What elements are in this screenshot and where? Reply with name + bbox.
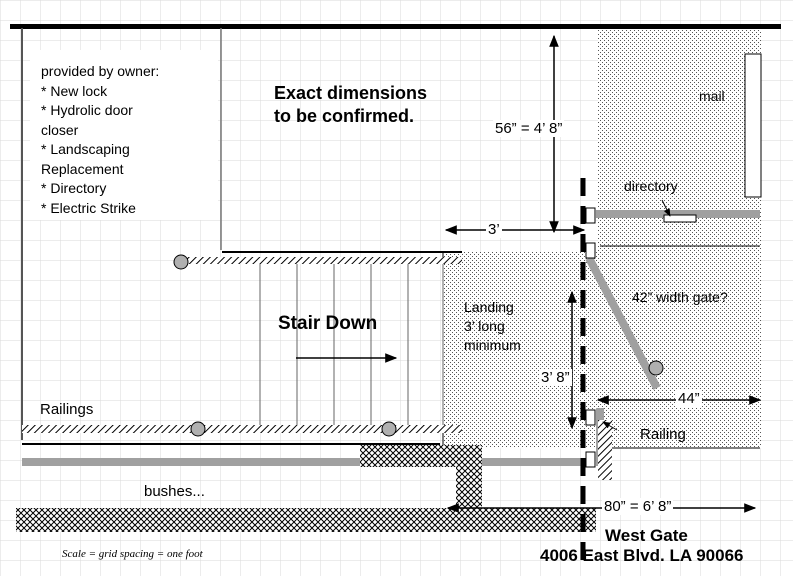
bush-hatch <box>456 460 482 508</box>
dim-80-label: 80” = 6’ 8” <box>602 498 674 515</box>
owner-note-item: Replacement <box>41 160 124 177</box>
landing-line: 3’ long <box>464 318 505 334</box>
dim-44-label: 44” <box>676 390 702 407</box>
owner-note-item: * Directory <box>41 180 107 196</box>
landing-line: minimum <box>464 337 521 353</box>
owner-note-item: closer <box>41 121 79 138</box>
owner-note-item: * Electric Strike <box>41 199 136 216</box>
exact-note-line: to be confirmed. <box>274 106 415 126</box>
gate-swing <box>585 256 661 390</box>
gate-post <box>648 360 664 376</box>
mail-box <box>744 53 762 198</box>
landing-line: Landing <box>464 299 514 315</box>
owner-note-item: * Hydrolic door <box>41 102 133 118</box>
gate-area <box>600 248 760 448</box>
owner-note-item: * Landscaping <box>41 141 130 157</box>
landing-label: Landing 3’ long minimum <box>464 298 521 355</box>
owner-notes: provided by owner: * New lock * Hydrolic… <box>41 62 159 218</box>
owner-note-item: * New lock <box>41 82 108 99</box>
exact-note-line: Exact dimensions <box>274 83 428 103</box>
railing-post <box>173 254 189 270</box>
dim-3ft-label: 3’ <box>486 221 502 238</box>
railing-post <box>190 421 206 437</box>
scale-note: Scale = grid spacing = one foot <box>62 548 203 560</box>
lower-railing-hatch <box>22 425 462 433</box>
top-wall <box>10 24 781 29</box>
right-railing-hatch <box>598 420 612 480</box>
railing-post <box>381 421 397 437</box>
directory-label: directory <box>624 178 678 194</box>
railing-label: Railing <box>640 426 686 443</box>
notes-panel-bg <box>30 50 218 220</box>
mail-label: mail <box>699 88 725 104</box>
exact-dimensions-note: Exact dimensions to be confirmed. <box>274 82 427 128</box>
address-label: 4006 East Blvd. LA 90066 <box>540 546 744 565</box>
owner-notes-heading: provided by owner: <box>41 63 160 79</box>
upper-railing-hatch <box>187 257 462 264</box>
bushes-label: bushes... <box>144 483 205 500</box>
railings-label: Railings <box>40 401 94 418</box>
bushes <box>16 508 596 532</box>
gate-width-label: 42” width gate? <box>632 289 728 305</box>
dim-56-label: 56” = 4’ 8” <box>493 120 565 137</box>
bush-hatch <box>360 445 482 467</box>
stair-treads <box>259 258 444 425</box>
gray-rail <box>22 458 584 466</box>
directory-box <box>663 214 697 223</box>
stair-down-label: Stair Down <box>278 313 378 334</box>
west-gate-title: West Gate <box>605 526 688 545</box>
dim-3-8-label: 3’ 8” <box>539 369 572 386</box>
